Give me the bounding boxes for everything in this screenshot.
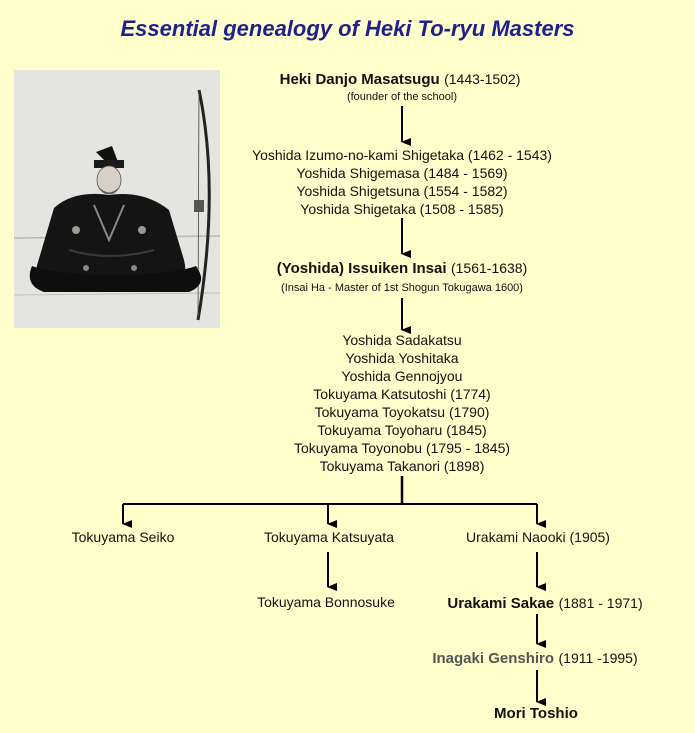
founder-note: (founder of the school) xyxy=(346,91,458,103)
sakae-entry: Urakami Sakae (1881 - 1971) xyxy=(400,594,690,613)
branch-right: Urakami Naooki (1905) xyxy=(466,529,610,545)
issuiken-entry: (Yoshida) Issuiken Insai (1561-1638) xyxy=(200,259,604,278)
branch-left: Tokuyama Seiko xyxy=(71,529,175,545)
lineage-item: Tokuyama Toyoharu (1845) xyxy=(317,422,487,438)
lineage-item: Yoshida Yoshitaka xyxy=(345,350,459,366)
issuiken-note: (Insai Ha - Master of 1st Shogun Tokugaw… xyxy=(281,282,523,294)
lineage-item: Tokuyama Toyokatsu (1790) xyxy=(314,404,490,420)
lineage-item: Tokuyama Takanori (1898) xyxy=(319,458,485,474)
lineage-item: Yoshida Shigetaka (1508 - 1585) xyxy=(300,201,504,217)
mori-entry: Mori Toshio xyxy=(494,705,578,722)
portrait-image xyxy=(13,70,221,328)
lineage-item: Yoshida Izumo-no-kami Shigetaka (1462 - … xyxy=(252,147,552,163)
sakae-dates: (1881 - 1971) xyxy=(558,595,643,611)
lineage-item: Tokuyama Toyonobu (1795 - 1845) xyxy=(293,440,511,456)
lineage-item: Yoshida Sadakatsu xyxy=(342,332,462,348)
sakae-name: Urakami Sakae xyxy=(447,595,555,612)
lineage-item: Yoshida Shigetsuna (1554 - 1582) xyxy=(296,183,508,199)
lineage-group-1: Yoshida Izumo-no-kami Shigetaka (1462 - … xyxy=(200,146,604,218)
lineage-group-2: Yoshida Sadakatsu Yoshida Yoshitaka Yosh… xyxy=(200,331,604,475)
branch-middle-child: Tokuyama Bonnosuke xyxy=(257,594,395,610)
issuiken-name: (Yoshida) Issuiken Insai xyxy=(276,260,447,277)
seated-master-illustration xyxy=(13,70,221,328)
page-title: Essential genealogy of Heki To-ryu Maste… xyxy=(120,16,575,41)
issuiken-dates: (1561-1638) xyxy=(450,260,528,276)
lineage-item: Yoshida Gennojyou xyxy=(341,368,463,384)
inagaki-name: Inagaki Genshiro xyxy=(432,650,555,667)
founder-dates: (1443-1502) xyxy=(444,71,521,87)
branch-middle: Tokuyama Katsuyata xyxy=(264,529,394,545)
inagaki-entry: Inagaki Genshiro (1911 -1995) xyxy=(385,649,685,668)
founder-name: Heki Danjo Masatsugu xyxy=(279,71,440,88)
inagaki-dates: (1911 -1995) xyxy=(558,650,638,666)
founder-entry: Heki Danjo Masatsugu (1443-1502) xyxy=(200,70,600,89)
lineage-item: Yoshida Shigemasa (1484 - 1569) xyxy=(296,165,508,181)
lineage-item: Tokuyama Katsutoshi (1774) xyxy=(313,386,491,402)
